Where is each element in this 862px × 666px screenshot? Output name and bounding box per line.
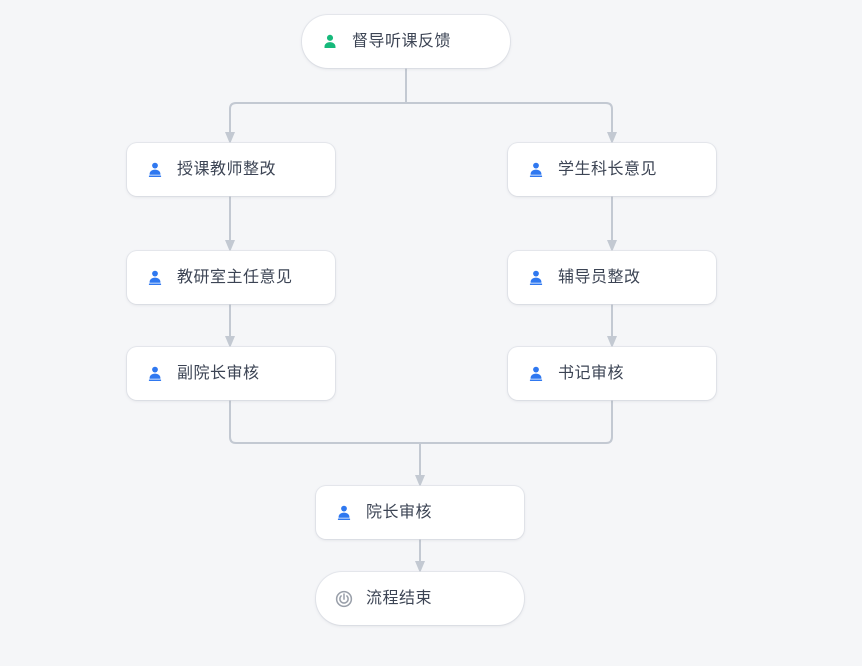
node-label: 副院长审核 (177, 364, 260, 382)
node-label: 督导听课反馈 (352, 32, 452, 50)
node-counselor-rectify[interactable]: 辅导员整改 (508, 251, 716, 304)
user-task-icon (526, 160, 546, 180)
node-start[interactable]: 督导听课反馈 (302, 15, 510, 68)
node-label: 辅导员整改 (558, 268, 641, 286)
node-office-director[interactable]: 教研室主任意见 (127, 251, 335, 304)
user-task-icon (145, 268, 165, 288)
node-teacher-rectify[interactable]: 授课教师整改 (127, 143, 335, 196)
node-label: 书记审核 (558, 364, 625, 382)
user-task-icon (526, 268, 546, 288)
power-icon (334, 589, 354, 609)
user-task-icon (334, 503, 354, 523)
node-label: 流程结束 (366, 589, 433, 607)
node-vice-dean-review[interactable]: 副院长审核 (127, 347, 335, 400)
node-label: 授课教师整改 (177, 160, 277, 178)
node-label: 学生科长意见 (558, 160, 658, 178)
node-label: 院长审核 (366, 503, 433, 521)
node-secretary-review[interactable]: 书记审核 (508, 347, 716, 400)
node-dean-review[interactable]: 院长审核 (316, 486, 524, 539)
node-student-dept-head[interactable]: 学生科长意见 (508, 143, 716, 196)
user-task-icon (145, 160, 165, 180)
edge-start-to-teacher (225, 102, 406, 144)
user-solid-icon (320, 32, 340, 52)
node-label: 教研室主任意见 (177, 268, 293, 286)
edge-secretary-to-merge (420, 400, 613, 444)
edge-vicedean-to-merge (229, 400, 420, 444)
node-end[interactable]: 流程结束 (316, 572, 524, 625)
user-task-icon (526, 364, 546, 384)
edge-start-to-student (406, 102, 617, 144)
user-task-icon (145, 364, 165, 384)
